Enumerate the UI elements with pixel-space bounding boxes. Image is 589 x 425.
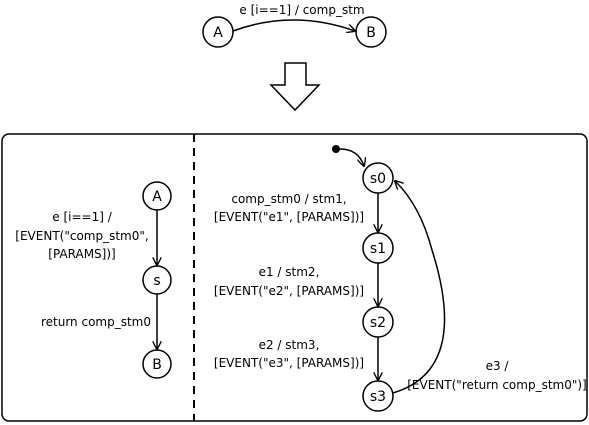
left-t2-label: return comp_stm0 [41,315,151,329]
top-transition-arrow [232,19,355,31]
state-s1-label: s1 [370,241,386,257]
top-transition-label: e [i==1] / comp_stm [239,3,364,17]
t30-line1: e3 / [486,359,510,373]
transition-s3-s0 [392,181,446,394]
t01-line2: [EVENT("e1", [PARAMS])] [214,210,364,224]
top-diagram: A B e [i==1] / comp_stm [202,3,387,48]
initial-state-dot [332,145,340,153]
left-t1-line1: e [i==1] / [52,210,112,224]
transform-down-arrow [269,62,321,112]
top-state-a-label: A [213,25,223,41]
left-state-a-label: A [152,189,162,205]
t01-line1: comp_stm0 / stm1, [231,192,346,206]
t23-line2: [EVENT("e3", [PARAMS])] [214,356,364,370]
left-state-s-label: s [153,273,160,289]
state-s0-label: s0 [370,171,386,187]
t12-line1: e1 / stm2, [259,265,320,279]
right-diagram: s0 s1 s2 s3 comp_stm0 / stm1, [EVENT("e1… [214,145,587,412]
top-state-a [202,16,234,48]
left-t1-line3: [PARAMS])] [48,247,115,261]
state-s3-label: s3 [370,389,386,405]
left-state-b [142,349,172,379]
state-s2-label: s2 [370,315,386,331]
left-t1-line2: [EVENT("comp_stm0", [15,229,148,243]
initial-transition [337,148,364,166]
t12-line2: [EVENT("e2", [PARAMS])] [214,284,364,298]
state-s3 [362,380,394,412]
t23-line1: e2 / stm3, [259,338,320,352]
top-state-b-label: B [366,25,376,41]
t30-line2: [EVENT("return comp_stm0")] [407,378,586,392]
left-state-b-label: B [152,357,162,373]
left-diagram: A s B e [i==1] / [EVENT("comp_stm0", [PA… [15,181,172,379]
